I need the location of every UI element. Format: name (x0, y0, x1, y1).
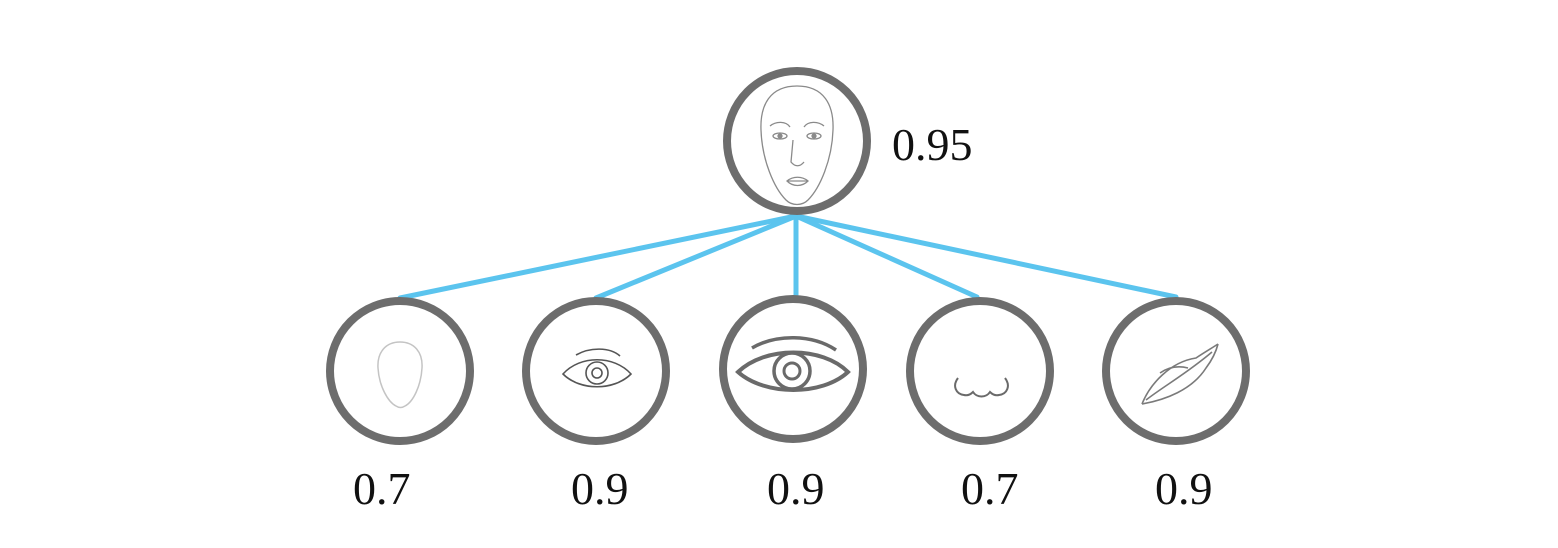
connector-line (793, 213, 980, 300)
child-score-label: 0.7 (353, 463, 411, 514)
child-score-label: 0.9 (571, 463, 629, 514)
face-outline-icon (377, 341, 423, 409)
connector-line (793, 213, 1179, 300)
child-score-label: 0.9 (767, 463, 825, 514)
lips-icon (1141, 343, 1219, 405)
face-sketch-icon (760, 85, 834, 206)
connector-line (397, 213, 799, 301)
child-node-lips (1102, 297, 1250, 445)
nose-icon (954, 377, 1009, 398)
child-node-nose (906, 297, 1054, 445)
child-node-eye-large (719, 295, 867, 443)
child-score-label: 0.7 (961, 463, 1019, 514)
root-node (723, 67, 871, 215)
root-score-label: 0.95 (892, 119, 973, 170)
connector-lines (397, 213, 1179, 301)
connector-line (593, 213, 799, 301)
eye-icon (561, 348, 633, 388)
child-node-face-outline (326, 297, 474, 445)
child-node-eye (522, 297, 670, 445)
eye-large-icon (735, 336, 851, 392)
child-score-label: 0.9 (1155, 463, 1213, 514)
